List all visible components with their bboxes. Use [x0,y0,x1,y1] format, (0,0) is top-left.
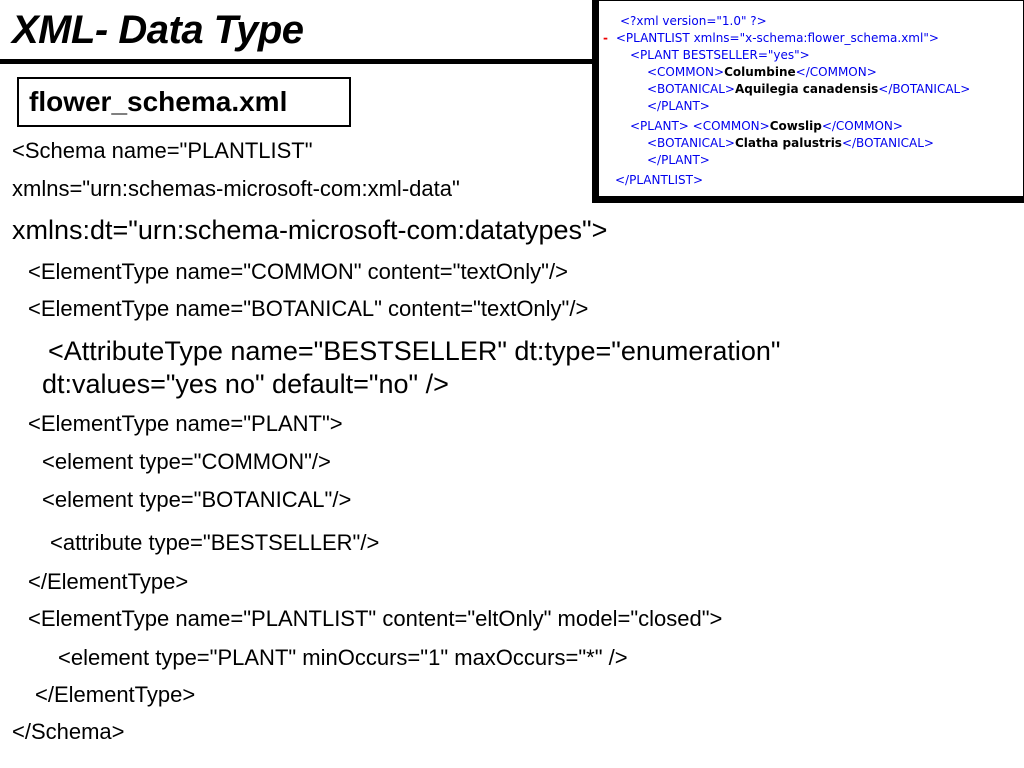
code-line-elementtype-close-2: </ElementType> [35,682,196,707]
xml-preview-panel: <?xml version="1.0" ?> - <PLANTLIST xmln… [592,0,1024,203]
code-line-element-plant: <element type="PLANT" minOccurs="1" maxO… [58,645,628,670]
collapse-toggle-icon[interactable]: - [603,31,608,45]
code-line-schema-close: </Schema> [12,719,125,744]
xml-line-plantlist-close: </PLANTLIST> [615,173,704,187]
xml-line-plant-open-2: <PLANT> <COMMON>Cowslip</COMMON> [630,119,903,133]
xml-line-declaration: <?xml version="1.0" ?> [620,14,767,28]
code-line-xmlns-dt: xmlns:dt="urn:schema-microsoft-com:datat… [12,215,608,245]
code-line-elementtype-botanical: <ElementType name="BOTANICAL" content="t… [28,296,589,321]
file-label-box: flower_schema.xml [17,77,351,127]
xml-line-plant-close-2: </PLANT> [647,153,710,167]
slide-title: XML- Data Type [12,8,304,52]
xml-line-common-1: <COMMON>Columbine</COMMON> [647,65,877,79]
xml-line-plant-open: <PLANT BESTSELLER="yes"> [630,48,810,62]
code-line-attribute-bestseller: <attribute type="BESTSELLER"/> [50,530,380,555]
xml-line-plantlist-open: - <PLANTLIST xmlns="x-schema:flower_sche… [603,31,939,45]
code-line-elementtype-close-1: </ElementType> [28,569,189,594]
code-line-elementtype-plantlist: <ElementType name="PLANTLIST" content="e… [28,606,723,631]
code-line-element-botanical: <element type="BOTANICAL"/> [42,487,352,512]
code-line-elementtype-common: <ElementType name="COMMON" content="text… [28,259,568,284]
code-line-xmlns: xmlns="urn:schemas-microsoft-com:xml-dat… [12,176,460,201]
xml-line-botanical-1: <BOTANICAL>Aquilegia canadensis</BOTANIC… [647,82,971,96]
code-line-attributetype-values: dt:values="yes no" default="no" /> [42,369,449,399]
code-line-schema-open: <Schema name="PLANTLIST" [12,138,313,163]
xml-line-botanical-2: <BOTANICAL>Clatha palustris</BOTANICAL> [647,136,934,150]
code-line-elementtype-plant: <ElementType name="PLANT"> [28,411,343,436]
code-line-element-common: <element type="COMMON"/> [42,449,331,474]
code-line-attributetype: <AttributeType name="BESTSELLER" dt:type… [48,336,781,366]
file-label: flower_schema.xml [29,86,288,117]
xml-line-plant-close-1: </PLANT> [647,99,710,113]
title-underline [0,59,600,64]
